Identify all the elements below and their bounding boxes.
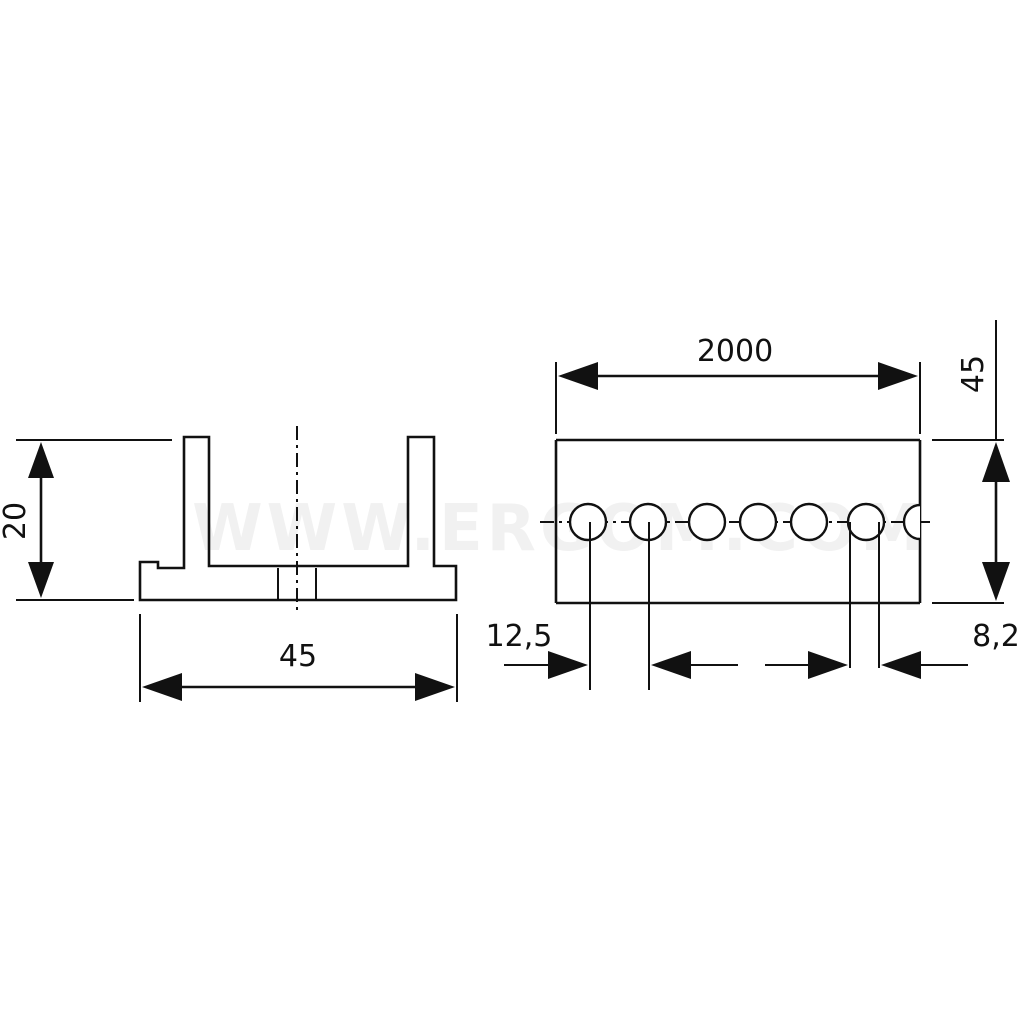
pitch-arrow-left <box>548 651 588 679</box>
height-label: 20 <box>0 502 33 540</box>
rail-width-arrow-bottom <box>982 562 1010 601</box>
width-arrow-left <box>142 673 182 701</box>
width-label: 45 <box>279 639 317 674</box>
pitch-arrow-right <box>651 651 691 679</box>
side-view: 2000 45 12,5 8,2 <box>486 320 1020 690</box>
length-label: 2000 <box>697 334 773 369</box>
width-arrow-right <box>415 673 455 701</box>
hole-label: 8,2 <box>972 619 1020 654</box>
hole <box>687 502 727 542</box>
section-profile <box>138 435 458 602</box>
section-view: 20 45 <box>0 426 458 702</box>
hole-arrow-right <box>881 651 921 679</box>
height-arrow-bottom <box>28 562 54 598</box>
rail-width-label: 45 <box>956 355 991 393</box>
hole-partial <box>902 503 921 541</box>
hole <box>789 502 829 542</box>
hole-arrow-left <box>808 651 848 679</box>
length-arrow-right <box>878 362 918 390</box>
hole <box>738 502 778 542</box>
rail-width-arrow-top <box>982 442 1010 482</box>
hole <box>846 502 886 542</box>
hole <box>568 502 608 542</box>
length-arrow-left <box>558 362 598 390</box>
height-arrow-top <box>28 442 54 478</box>
pitch-label: 12,5 <box>486 619 553 654</box>
